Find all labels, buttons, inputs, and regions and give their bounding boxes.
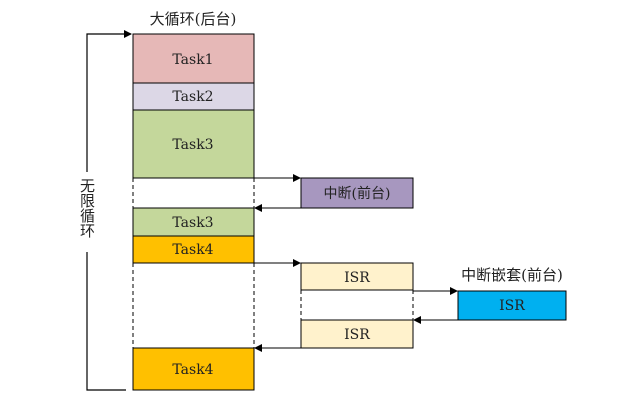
isr-resume-label: ISR bbox=[344, 327, 370, 343]
isr-label: ISR bbox=[344, 270, 370, 286]
task3-resume-block bbox=[132, 207, 255, 237]
infinite-loop-bracket: 无限循环 bbox=[78, 30, 132, 391]
background-title: 大循环(后台) bbox=[150, 10, 237, 28]
nested-isr-label: ISR bbox=[499, 298, 525, 314]
task4-resume-block bbox=[132, 347, 255, 391]
isr-resume-block bbox=[300, 319, 414, 349]
isr-block bbox=[300, 262, 414, 291]
task3-resume-label: Task3 bbox=[172, 215, 213, 231]
task1-block bbox=[132, 33, 255, 84]
task2-label: Task2 bbox=[172, 89, 213, 105]
task4-block bbox=[132, 235, 255, 264]
suspended-gaps bbox=[132, 178, 414, 348]
task4-label: Task4 bbox=[172, 242, 213, 258]
task2-block bbox=[132, 82, 255, 111]
task1-label: Task1 bbox=[172, 52, 213, 68]
nested-isr-block bbox=[457, 290, 567, 321]
task4-resume-label: Task4 bbox=[172, 362, 213, 378]
nested-interrupt-title: 中断嵌套(前台) bbox=[461, 266, 563, 284]
interrupt-label: 中断(前台) bbox=[324, 185, 391, 202]
task3-block bbox=[132, 109, 255, 179]
infinite-loop-label: 无限循环 bbox=[78, 178, 96, 238]
task3-label: Task3 bbox=[172, 137, 213, 153]
flow-arrows bbox=[254, 174, 458, 352]
interrupt-block bbox=[300, 177, 414, 209]
